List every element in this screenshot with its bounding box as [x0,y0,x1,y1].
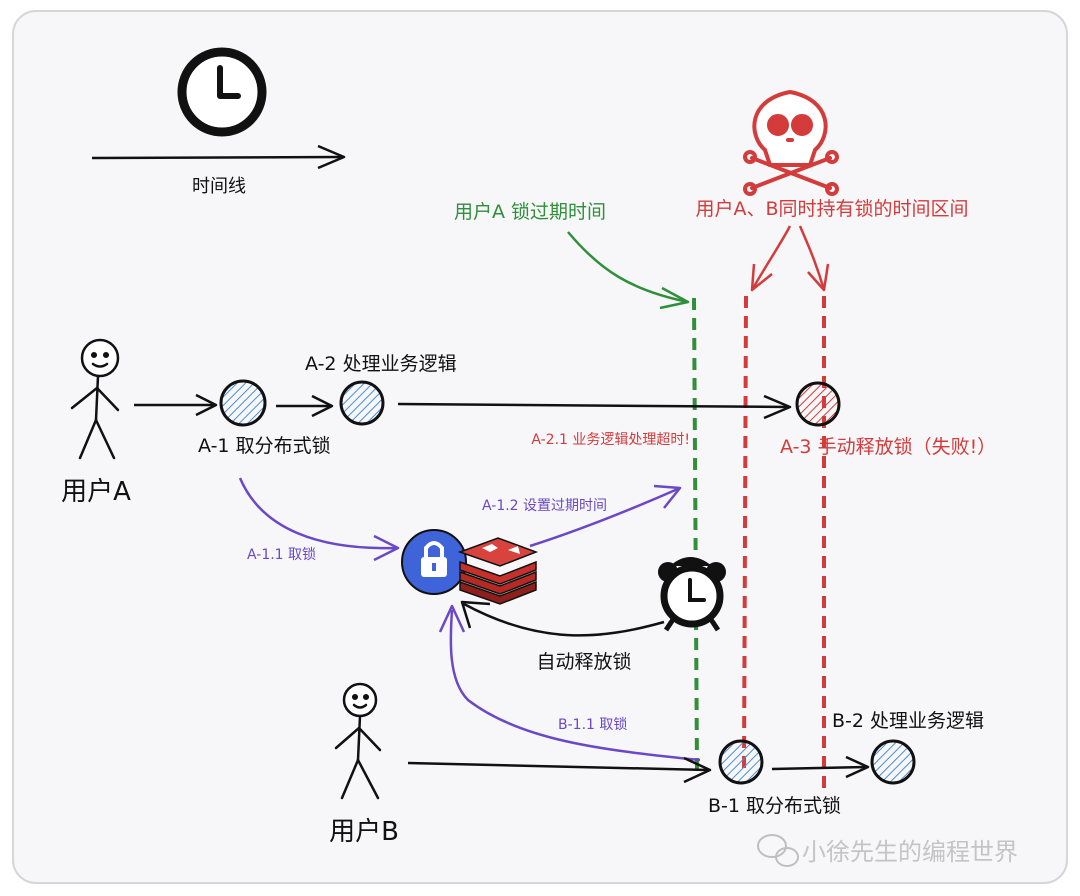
lock-icon [401,529,467,595]
wechat-icon [757,834,799,867]
overlap-start-line [742,295,748,771]
user-a-stick-figure-icon [70,338,120,460]
a-lock-expire-arrow [567,231,689,304]
b1-node [718,739,764,785]
b2-node [870,739,916,785]
a11-label: A-1.1 取锁 [247,547,316,563]
a21-timeout-label: A-2.1 业务逻辑处理超时! [531,432,690,448]
a3-label: A-3 手动释放锁（失败!） [780,436,996,458]
timeline-arrow [91,144,346,170]
alarm-clock-icon [658,557,726,632]
b11-arrow [449,609,701,762]
skull-icon [743,89,839,196]
a-lock-expire-line [692,297,699,771]
both-hold-arrows [750,225,830,292]
b1-label: B-1 取分布式锁 [708,795,841,817]
a1-node [219,379,267,427]
a1-label: A-1 取分布式锁 [198,435,331,457]
auto-release-arrow [463,602,665,637]
user-a-label: 用户A [61,477,131,507]
redis-icon [457,537,539,605]
a11-arrow [238,477,397,550]
user-b-flow [407,755,870,784]
both-hold-label: 用户A、B同时持有锁的时间区间 [695,198,968,220]
b2-label: B-2 处理业务逻辑 [832,710,984,732]
a12-arrow [529,486,681,548]
timeline-label: 时间线 [192,176,246,197]
b11-label: B-1.1 取锁 [558,717,627,733]
a2-node [339,380,385,426]
clock-icon [177,47,267,137]
user-a-flow [134,393,792,420]
user-b-label: 用户B [329,817,399,847]
a3-node [795,381,841,427]
user-b-stick-figure-icon [334,682,382,800]
a2-label: A-2 处理业务逻辑 [305,353,457,375]
a-lock-expire-label: 用户A 锁过期时间 [454,201,606,223]
watermark-label: 小徐先生的编程世界 [802,838,1018,866]
diagram-canvas [12,10,1068,884]
auto-release-label: 自动释放锁 [536,651,631,673]
a12-label: A-1.2 设置过期时间 [482,498,607,514]
